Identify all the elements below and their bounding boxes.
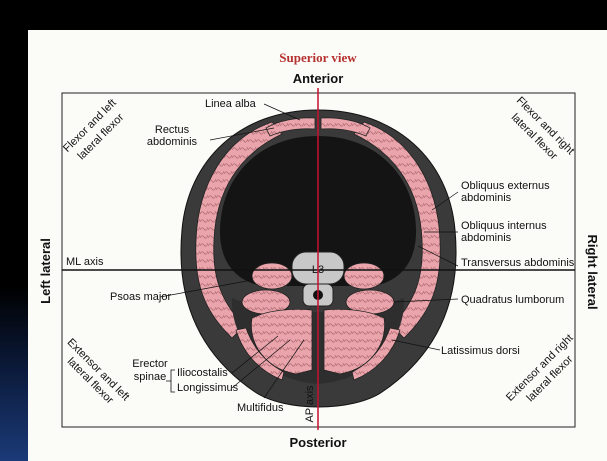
erector-bracket <box>166 370 175 392</box>
label-int-oblique-line1: Obliquus internus <box>461 220 547 232</box>
label-iliocostalis: Iliocostalis <box>177 367 228 379</box>
psoas-major-right <box>344 263 384 289</box>
direction-right-lateral: Right lateral <box>585 234 600 309</box>
direction-anterior: Anterior <box>293 71 344 86</box>
label-rectus-line2: abdominis <box>147 136 198 148</box>
label-longissimus: Longissimus <box>177 382 239 394</box>
ml-axis-label: ML axis <box>66 256 104 268</box>
label-psoas: Psoas major <box>110 291 171 303</box>
figure-title: Superior view <box>279 50 357 65</box>
label-linea-alba: Linea alba <box>205 98 257 110</box>
label-ext-oblique-line2: abdominis <box>461 192 512 204</box>
direction-posterior: Posterior <box>289 435 346 450</box>
ap-axis-label: AP axis <box>304 385 316 423</box>
label-quadratus: Quadratus lumborum <box>461 294 564 306</box>
psoas-major-left <box>252 263 292 289</box>
label-latissimus: Latissimus dorsi <box>441 345 520 357</box>
label-int-oblique-line2: abdominis <box>461 232 512 244</box>
label-transversus: Transversus abdominis <box>461 257 575 269</box>
direction-left-lateral: Left lateral <box>38 238 53 304</box>
label-multifidus: Multifidus <box>237 402 284 414</box>
label-erector-line2: spinae <box>134 371 166 383</box>
label-rectus-line1: Rectus <box>155 124 190 136</box>
label-erector-line1: Erector <box>132 358 168 370</box>
label-ext-oblique-line1: Obliquus externus <box>461 180 550 192</box>
